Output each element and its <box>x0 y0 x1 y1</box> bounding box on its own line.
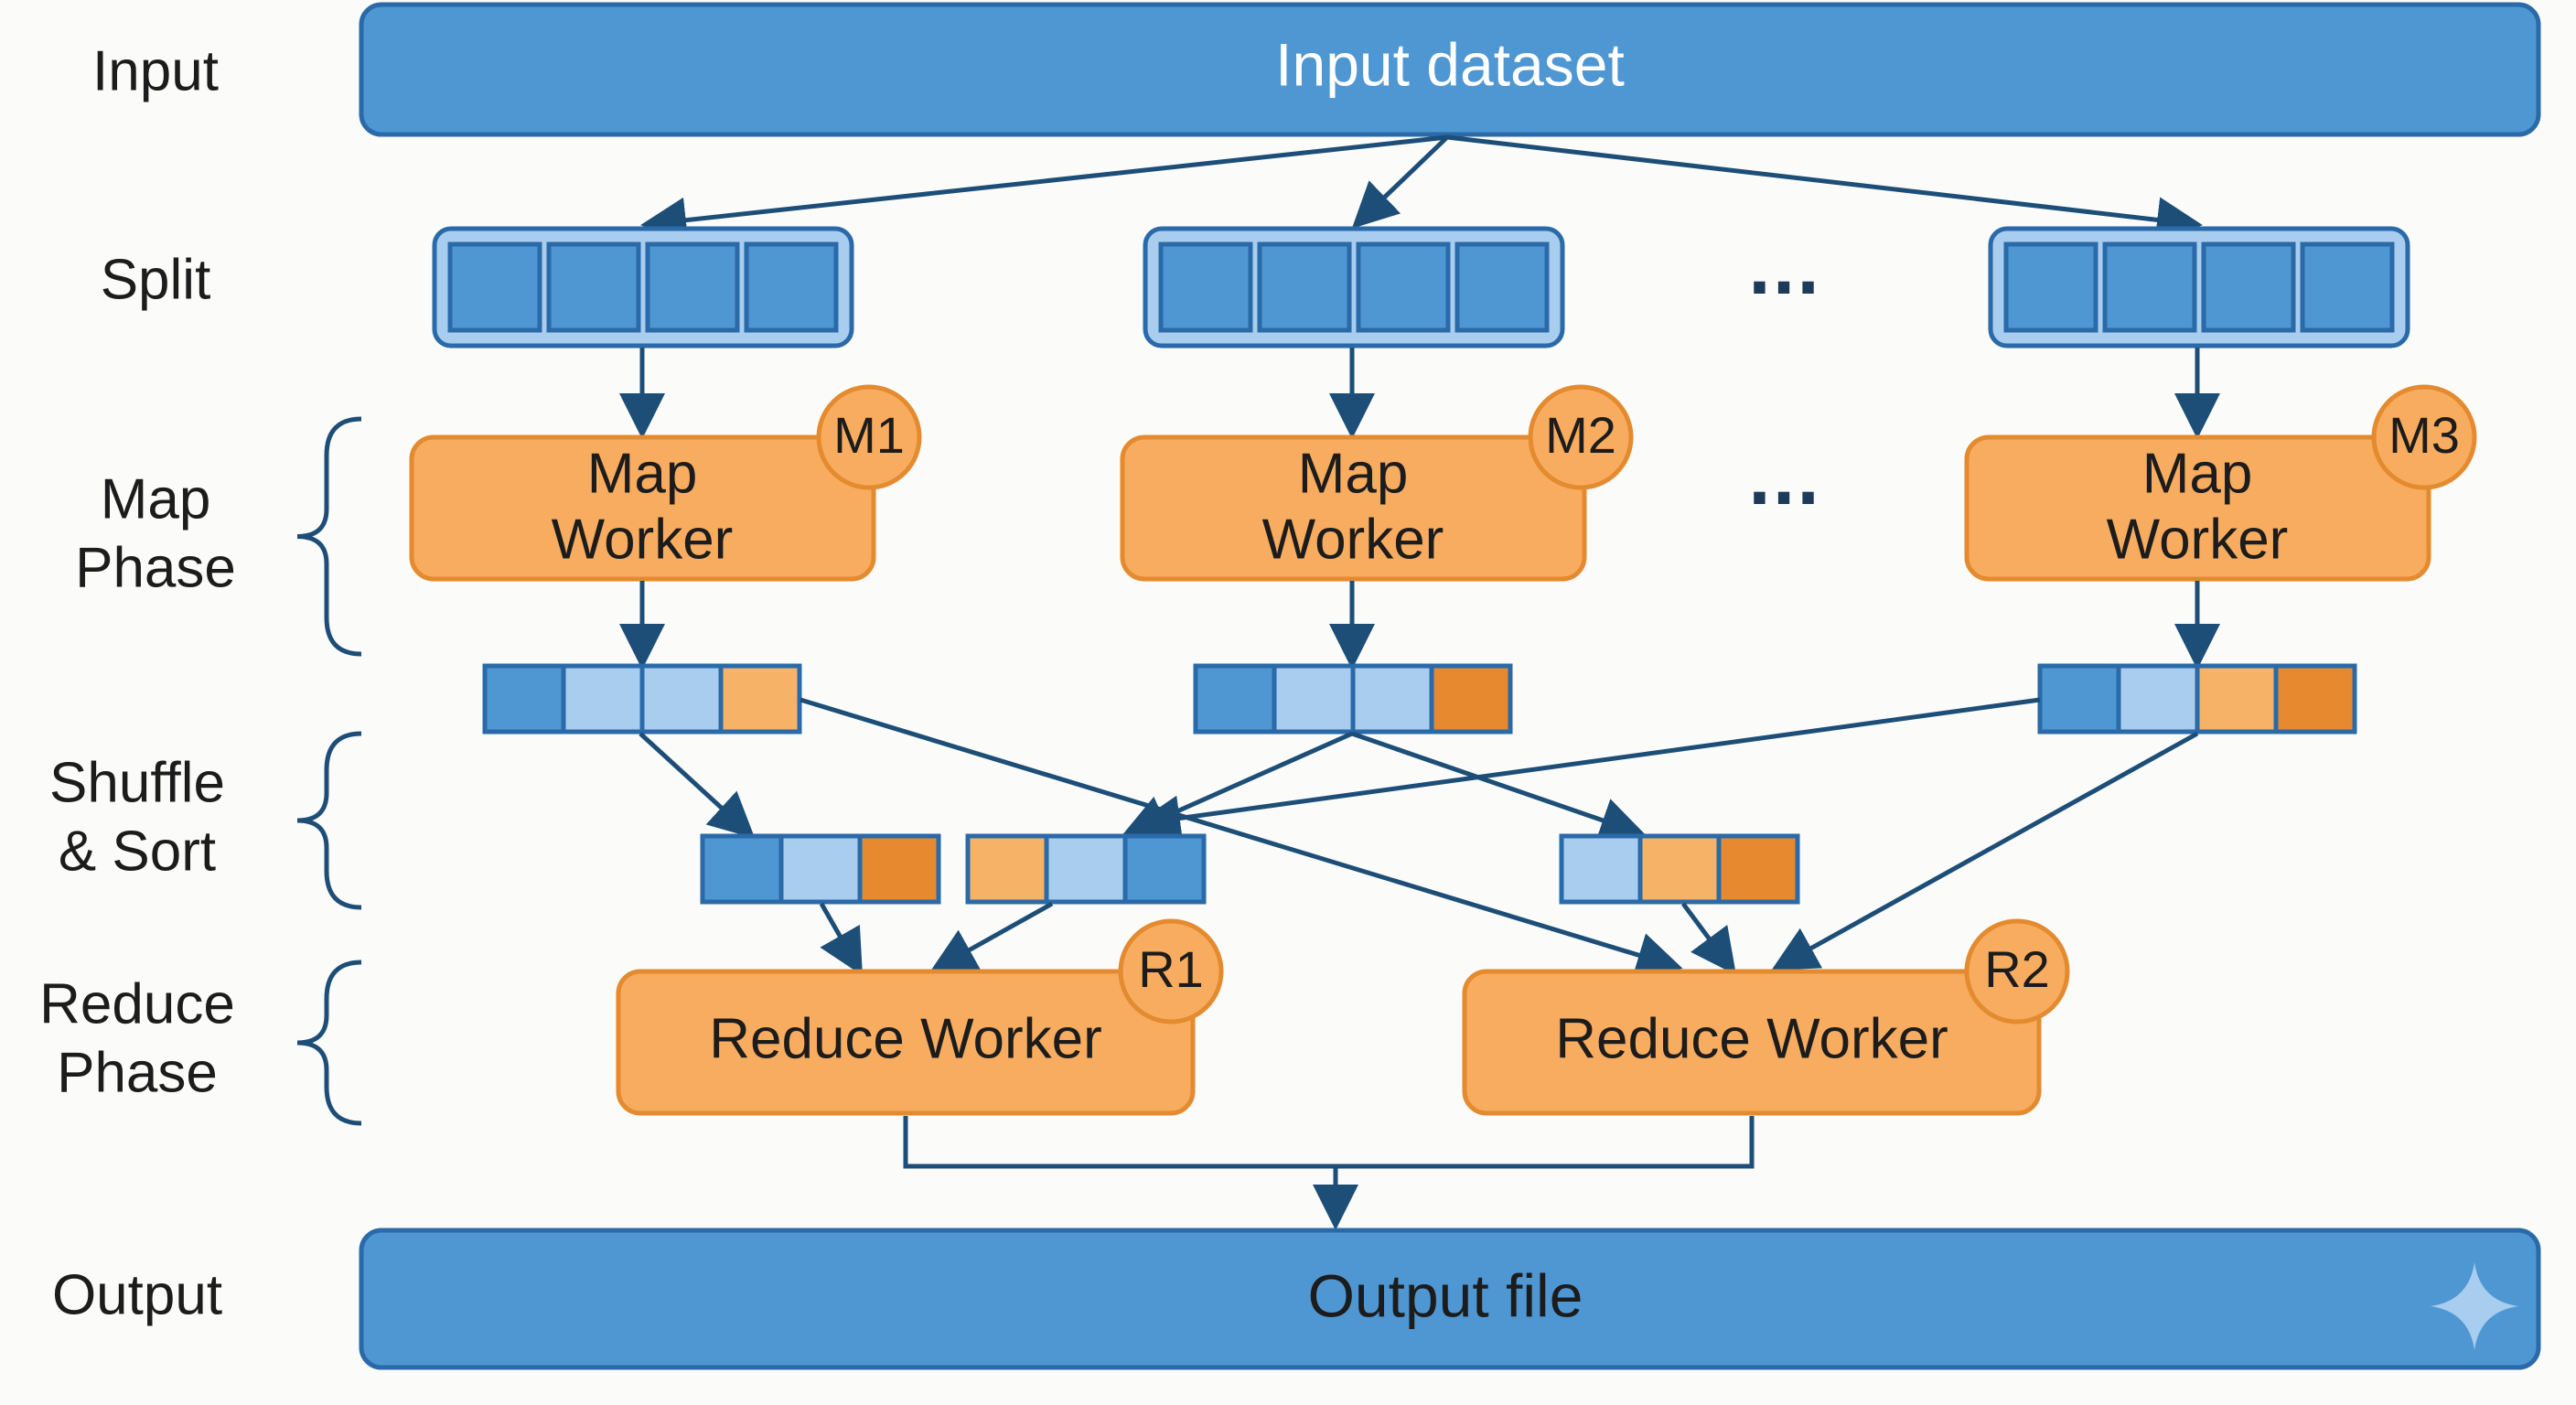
reduce-worker-badge <box>1964 918 2070 1024</box>
shuffle-group-2-cell <box>1044 833 1128 905</box>
shuffle-group-2-cell <box>1122 833 1207 905</box>
input-dataset-bar <box>359 2 2541 137</box>
arrow-g3-to-r2 <box>1680 902 1736 976</box>
map-worker-label: Map <box>2142 442 2253 505</box>
stage-label-shuffle: & Sort <box>59 820 216 883</box>
shuffle-arrow-3-to-r2 <box>1771 731 2199 971</box>
map-worker-badge-label: M3 <box>2388 406 2460 464</box>
shuffle-group-3-cell <box>1559 833 1643 905</box>
stage-label-output: Output <box>52 1263 222 1326</box>
map-worker-label: Worker <box>1262 508 1444 571</box>
reduce-worker-badge <box>1118 918 1224 1024</box>
map-worker-1 <box>409 434 876 582</box>
shuffle-group-3-cell <box>1637 833 1722 905</box>
reduce-phase-bracket <box>296 960 362 1126</box>
map-worker-2 <box>1120 434 1587 582</box>
reduce-worker-label: Reduce Worker <box>709 1007 1102 1070</box>
map-worker-label: Map <box>587 442 698 505</box>
shuffle-bracket <box>296 731 362 910</box>
map-phase-bracket <box>296 416 362 657</box>
map-output-cell <box>1272 663 1356 735</box>
map-worker-label: Worker <box>552 508 734 571</box>
split-chunk <box>2102 241 2197 333</box>
arrow-input-to-split-1 <box>640 134 1448 243</box>
map-output-cell <box>1193 663 1277 735</box>
reduce-worker-badge-label: R2 <box>1984 940 2050 998</box>
map-worker-badge <box>1528 384 1634 490</box>
input-dataset-label: Input dataset <box>1275 30 1625 98</box>
map-output-cell <box>2195 663 2279 735</box>
split-chunk <box>447 241 542 333</box>
reduce-worker-2 <box>1462 969 2042 1116</box>
map-output-cell <box>561 663 645 735</box>
split-chunk <box>1454 241 1550 333</box>
stage-label-shuffle: Shuffle <box>49 751 225 814</box>
map-output-cell <box>1429 663 1513 735</box>
shuffle-arrow-3-to-g2 <box>1134 697 2041 842</box>
map-output-cell <box>639 663 724 735</box>
split-chunk <box>1257 241 1352 333</box>
shuffle-arrow-2-to-g3 <box>1351 731 1647 842</box>
split-chunk <box>1356 241 1451 333</box>
map-worker-badge <box>2371 384 2477 490</box>
stage-label-map: Phase <box>75 536 236 599</box>
stage-label-reduce: Reduce <box>39 972 235 1035</box>
map-worker-label: Map <box>1298 442 1409 505</box>
map-output-cell <box>1350 663 1434 735</box>
shuffle-group-1-cell <box>857 833 941 905</box>
shuffle-arrow-1-to-g1 <box>639 732 756 839</box>
shuffle-arrow-2-to-g2 <box>1121 731 1354 839</box>
map-output-cell <box>2037 663 2121 735</box>
map-output-cell <box>2273 663 2357 735</box>
output-file-label: Output file <box>1308 1261 1583 1329</box>
map-ellipsis: ... <box>1747 445 1820 520</box>
map-output-cell <box>482 663 566 735</box>
shuffle-group-2-cell <box>965 833 1049 905</box>
map-worker-badge <box>816 384 922 490</box>
split-chunk <box>744 241 839 333</box>
map-worker-label: Worker <box>2107 508 2289 571</box>
shuffle-group-1-cell <box>778 833 863 905</box>
split-chunk <box>2300 241 2395 333</box>
map-worker-badge-label: M1 <box>833 406 905 464</box>
reduce-merge-connector <box>903 1116 1755 1169</box>
shuffle-group-1-cell <box>700 833 784 905</box>
stage-label-split: Split <box>101 248 211 311</box>
output-file-bar <box>359 1228 2541 1370</box>
map-worker-3 <box>1964 434 2431 582</box>
shuffle-arrow-1-to-r2 <box>800 697 1683 978</box>
reduce-worker-label: Reduce Worker <box>1555 1007 1948 1070</box>
arrow-g1-to-r1 <box>819 902 863 976</box>
split-ellipsis: ... <box>1747 234 1820 309</box>
map-worker-badge-label: M2 <box>1545 406 1616 464</box>
reduce-worker-badge-label: R1 <box>1138 940 1204 998</box>
split-chunk <box>645 241 740 333</box>
arrow-g2-to-r1 <box>929 901 1054 972</box>
stage-label-reduce: Phase <box>57 1041 218 1104</box>
stage-label-map: Map <box>101 467 211 531</box>
arrow-input-to-split-3 <box>1446 134 2203 243</box>
split-chunk <box>2201 241 2296 333</box>
map-output-cell <box>2116 663 2200 735</box>
arrow-input-to-split-2 <box>1351 135 1449 229</box>
shuffle-group-3-cell <box>1716 833 1800 905</box>
reduce-worker-1 <box>616 969 1196 1116</box>
sparkle-icon <box>2431 1262 2518 1350</box>
split-chunk <box>546 241 641 333</box>
split-chunk <box>2003 241 2098 333</box>
stage-label-input: Input <box>92 39 219 102</box>
split-chunk <box>1158 241 1253 333</box>
map-output-cell <box>718 663 802 735</box>
